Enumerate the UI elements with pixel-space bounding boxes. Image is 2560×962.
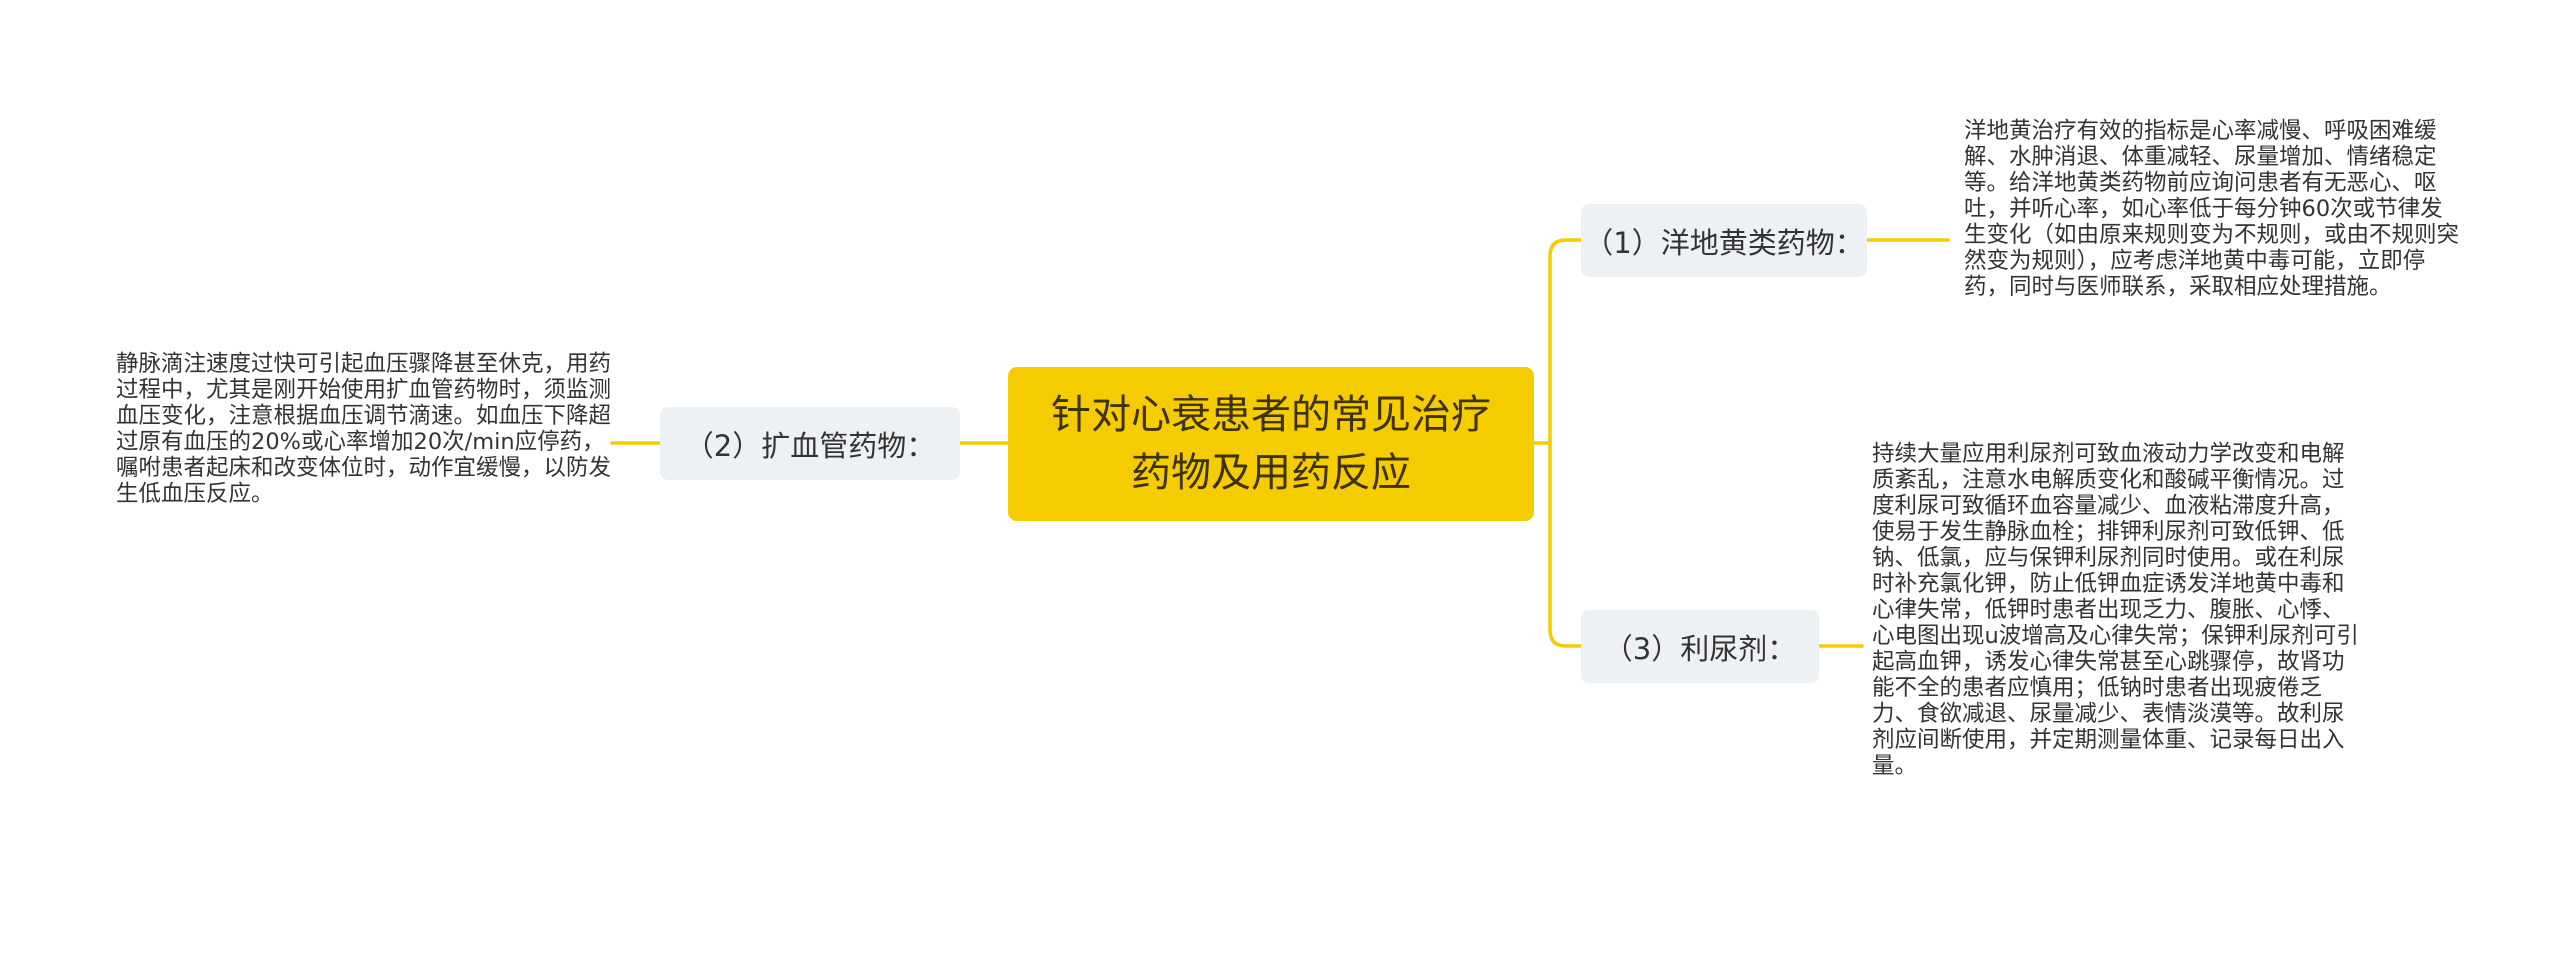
detail-diuretics: 持续大量应用利尿剂可致血液动力学改变和电解质紊乱，注意水电解质变化和酸碱平衡情况… bbox=[1872, 441, 2359, 779]
detail-digitalis-drugs: 洋地黄治疗有效的指标是心率减慢、呼吸困难缓解、水肿消退、体重减轻、尿量增加、情绪… bbox=[1964, 118, 2460, 300]
root-topic[interactable]: 针对心衰患者的常见治疗药物及用药反应 bbox=[1008, 367, 1534, 521]
branch-vasodilator-drugs[interactable]: （2）扩血管药物： bbox=[660, 407, 960, 480]
branch-diuretics[interactable]: （3）利尿剂： bbox=[1581, 610, 1819, 683]
detail-vasodilator-drugs: 静脉滴注速度过快可引起血压骤降甚至休克，用药过程中，尤其是刚开始使用扩血管药物时… bbox=[116, 351, 612, 507]
connector-root-to-branch-3 bbox=[1548, 441, 1583, 648]
branch-vasodilator-label: （2）扩血管药物： bbox=[684, 428, 936, 463]
connector-root-to-branch-1 bbox=[1532, 238, 1583, 445]
branch-digitalis-drugs[interactable]: （1）洋地黄类药物： bbox=[1581, 204, 1867, 277]
branch-digitalis-label: （1）洋地黄类药物： bbox=[1584, 225, 1864, 260]
root-topic-title: 针对心衰患者的常见治疗药物及用药反应 bbox=[1051, 392, 1491, 496]
branch-diuretics-label: （3）利尿剂： bbox=[1603, 631, 1797, 666]
